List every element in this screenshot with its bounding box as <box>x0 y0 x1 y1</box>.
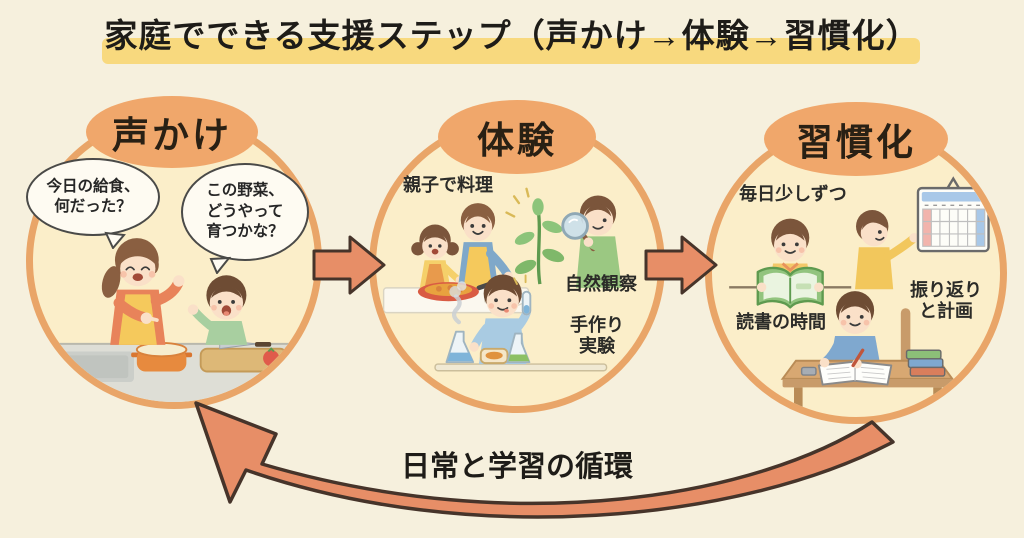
cooking-pot <box>131 341 193 372</box>
arrow-step2-to-step3 <box>644 235 718 295</box>
kitchen-talk-illustration <box>33 238 315 402</box>
title-area: 家庭でできる支援ステップ（声かけ→体験→習慣化） <box>0 14 1024 78</box>
open-book-icon <box>756 266 824 309</box>
nature-observation <box>505 187 622 288</box>
label-reading-time: 読書の時間 <box>736 312 826 332</box>
writing-boy <box>780 291 955 409</box>
step-label-koekake: 声かけ <box>86 96 258 168</box>
arrow-step1-to-step2 <box>312 235 386 295</box>
title-highlight-bar <box>102 38 920 64</box>
calendar-icon <box>916 176 990 253</box>
notebook-icon <box>817 360 893 386</box>
label-homemade-experiment: 手作り 実験 <box>570 315 624 357</box>
label-nature-observation: 自然観察 <box>565 274 637 294</box>
mother-figure <box>101 238 185 345</box>
speech-bubble-lunch: 今日の給食、 何だった？ <box>26 158 160 249</box>
flask-icons <box>445 281 531 365</box>
step-label-taiken: 体験 <box>438 100 596 174</box>
speech-bubble-lunch-text: 今日の給食、 何だった？ <box>46 177 140 215</box>
cycle-label: 日常と学習の循環 <box>400 451 633 483</box>
reading-boy <box>729 218 852 309</box>
label-little-every-day: 毎日少しずつ <box>739 184 847 204</box>
bubble-tail <box>104 231 126 249</box>
child-figure <box>187 275 248 345</box>
bubble-tail <box>209 256 231 274</box>
experiment-scene <box>434 274 608 372</box>
label-cooking-together: 親子で料理 <box>403 175 493 195</box>
label-review-and-plan: 振り返り と計画 <box>910 280 982 322</box>
speech-bubble-vegetable-text: この野菜、 どうやって 育つかな？ <box>206 182 284 241</box>
step-label-shuukanka: 習慣化 <box>764 102 948 176</box>
book-stack-icon <box>905 349 946 377</box>
habit-illustration <box>729 176 990 409</box>
page-title: 家庭でできる支援ステップ（声かけ→体験→習慣化） <box>104 17 920 54</box>
speech-bubble-vegetable: この野菜、 どうやって 育つかな？ <box>181 163 309 274</box>
experience-illustration <box>382 187 622 372</box>
calendar-child <box>855 210 926 290</box>
